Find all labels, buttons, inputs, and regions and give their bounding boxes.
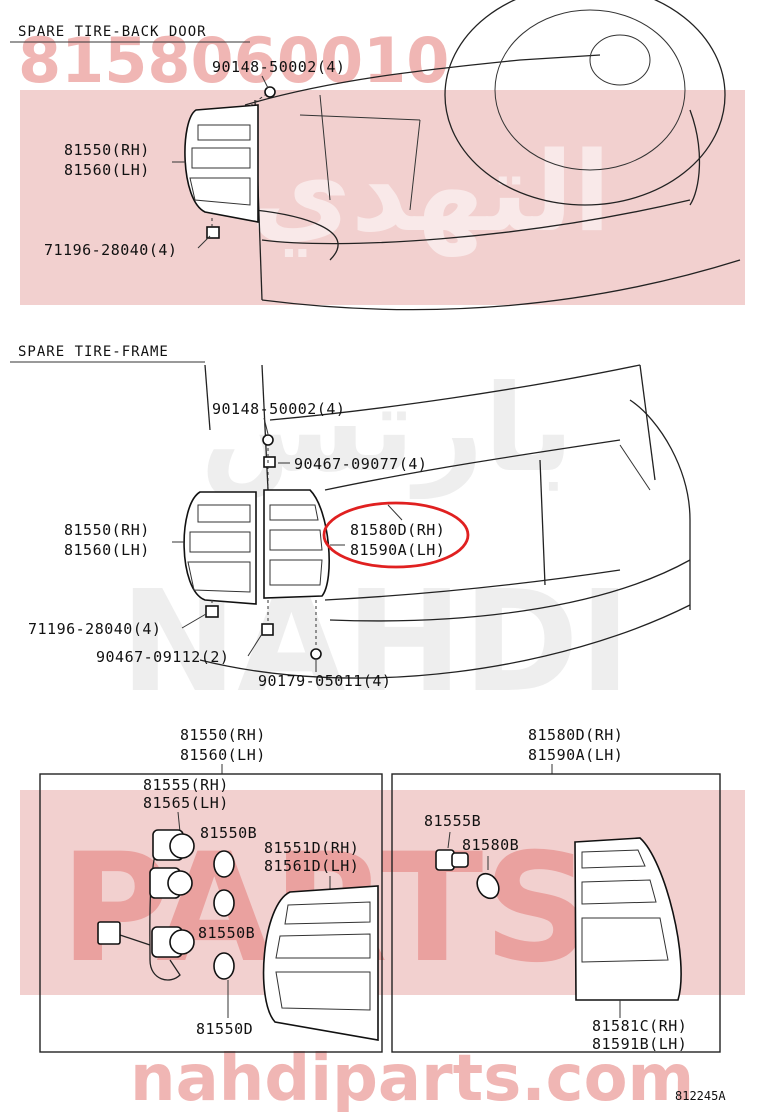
label-lens-lh: 81561D(LH) [264, 857, 359, 875]
label-lens-rh: 81581C(RH) [592, 1017, 687, 1035]
label-screw: 90148-50002(4) [212, 58, 345, 76]
tail-lamp-lens [262, 885, 379, 1041]
detail-box-left: 81550(RH) 81560(LH) 81555(RH) 81565(LH) … [39, 726, 383, 1053]
label-clip: 71196-28040(4) [28, 620, 161, 638]
inner-lamp-frame [263, 489, 330, 599]
socket-icon [435, 849, 469, 871]
label-lamp-rh: 81550(RH) [64, 141, 150, 159]
box-header-rh: 81550(RH) [180, 726, 266, 744]
label-bulb-3: 81550D [196, 1020, 253, 1038]
tail-lamp-back-door [184, 104, 259, 223]
bulb-icon [213, 889, 235, 917]
box-frame [391, 773, 721, 1053]
diagram-id: 812245A [675, 1089, 726, 1103]
inner-lamp-lens [574, 837, 682, 1001]
clip-icon [206, 226, 220, 239]
label-lens-lh: 81591B(LH) [592, 1035, 687, 1053]
watermark-band-top [20, 90, 745, 305]
socket-harness-icon [97, 829, 195, 981]
box-header-lh: 81590A(LH) [528, 746, 623, 764]
label-socket-rh: 81555(RH) [143, 776, 229, 794]
label-bolt: 90179-05011(4) [258, 672, 391, 690]
highlight-circle [322, 501, 470, 569]
watermark-url: nahdiparts.com [130, 1042, 694, 1112]
label-lens-rh: 81551D(RH) [264, 839, 359, 857]
vehicle-body-outline [199, 364, 691, 679]
label-lamp-lh: 81560(LH) [64, 541, 150, 559]
bulb-icon [213, 952, 235, 980]
label-clip: 71196-28040(4) [44, 241, 177, 259]
bolt-icon [310, 648, 322, 660]
label-lamp-lh: 81560(LH) [64, 161, 150, 179]
section-frame: SPARE TIRE-FRAME [10, 344, 691, 690]
label-bulb-1: 81550B [200, 824, 257, 842]
label-nut-lower: 90467-09112(2) [96, 648, 229, 666]
screw-icon [264, 86, 276, 98]
bulb-icon [476, 872, 500, 900]
label-inner-lh: 81590A(LH) [350, 541, 445, 559]
bulb-icon [213, 850, 235, 878]
section-back-door: SPARE TIRE-BACK DOOR [10, 0, 741, 311]
label-inner-rh: 81580D(RH) [350, 521, 445, 539]
clip-icon [205, 605, 219, 618]
nut-icon [263, 456, 276, 468]
label-nut-upper: 90467-09077(4) [294, 455, 427, 473]
label-socket-lh: 81565(LH) [143, 794, 229, 812]
box-header-rh: 81580D(RH) [528, 726, 623, 744]
box-frame [39, 773, 383, 1053]
detail-box-right: 81580D(RH) 81590A(LH) 81555B 81580B 8158… [391, 726, 721, 1053]
label-socket: 81555B [424, 812, 481, 830]
nut-icon [261, 623, 274, 636]
tail-lamp-frame [183, 491, 257, 605]
screw-icon [262, 434, 274, 446]
label-bulb: 81580B [462, 836, 519, 854]
section-title-frame: SPARE TIRE-FRAME [18, 344, 169, 360]
watermark-number: 8158060010 [18, 24, 449, 97]
label-lamp-rh: 81550(RH) [64, 521, 150, 539]
section-title-back-door: SPARE TIRE-BACK DOOR [18, 24, 207, 40]
watermark-arabic-top: التهدي [250, 128, 611, 257]
vehicle-body-outline [244, 0, 741, 311]
label-screw: 90148-50002(4) [212, 400, 345, 418]
label-bulb-2: 81550B [198, 924, 255, 942]
box-header-lh: 81560(LH) [180, 746, 266, 764]
